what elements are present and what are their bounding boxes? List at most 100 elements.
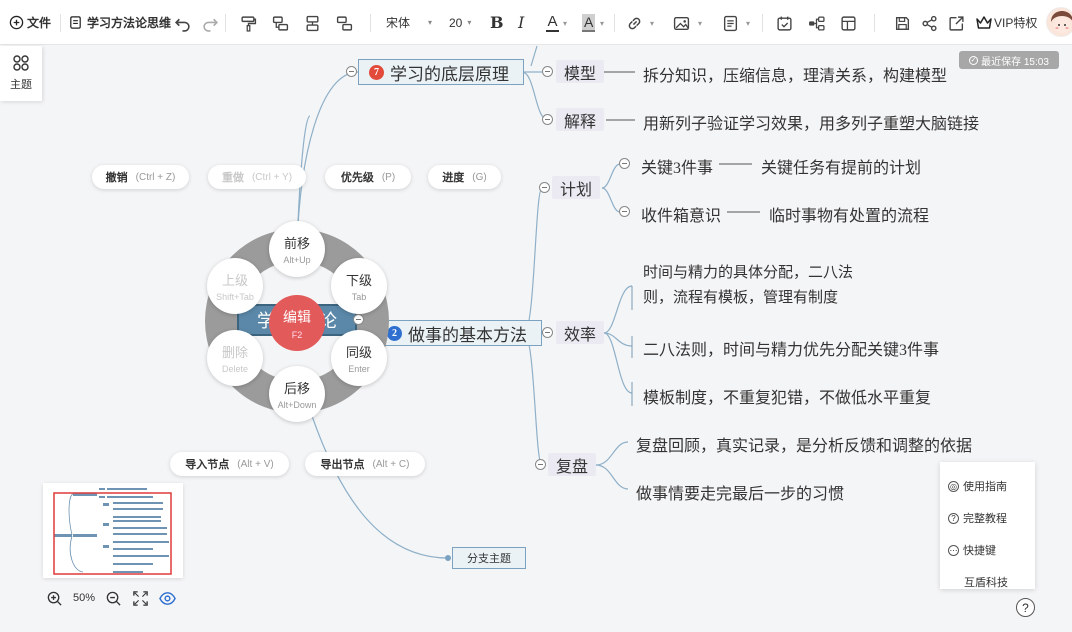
undo-shortcut-button[interactable]: 撤销(Ctrl + Z) — [92, 165, 189, 189]
chevron-down-icon: ▾ — [698, 19, 703, 28]
topic-plan[interactable]: 计划 — [552, 176, 601, 199]
help-button[interactable]: ? — [1016, 598, 1035, 617]
collapse-toggle[interactable] — [346, 66, 357, 77]
minimap[interactable] — [43, 483, 183, 578]
leaf-model-detail[interactable]: 拆分知识，压缩信息，理清关系，构建模型 — [643, 62, 947, 86]
note-button[interactable] — [718, 11, 742, 35]
progress-shortcut-button[interactable]: 进度(G) — [428, 165, 501, 189]
help-company-link[interactable]: 互盾科技 — [948, 566, 1035, 598]
theme-panel[interactable]: 主题 — [0, 46, 42, 101]
redo-button[interactable] — [198, 11, 222, 35]
bold-button[interactable]: B — [490, 0, 504, 45]
italic-button[interactable]: I — [518, 0, 524, 45]
redo-icon — [202, 18, 218, 32]
file-label: 文件 — [27, 16, 52, 30]
leaf-key-three-things[interactable]: 关键3件事 — [641, 154, 713, 178]
collapse-toggle[interactable] — [353, 314, 364, 325]
compass-icon: ◎ — [948, 480, 959, 492]
help-tutorial-link[interactable]: ? 完整教程 — [948, 502, 1035, 534]
collapse-toggle[interactable] — [542, 327, 553, 338]
collapse-toggle[interactable] — [619, 158, 630, 169]
child-topic-button[interactable] — [268, 11, 292, 35]
zoom-in-icon[interactable] — [46, 590, 63, 607]
topic-branch-subtopic[interactable]: 分支主题 — [452, 547, 526, 569]
save-button[interactable] — [890, 11, 914, 35]
priority-shortcut-button[interactable]: 优先级(P) — [325, 165, 411, 189]
chevron-down-icon: ▾ — [746, 19, 751, 28]
help-guide-link[interactable]: ◎ 使用指南 — [948, 470, 1035, 502]
topic-label: 计划 — [560, 181, 593, 199]
divider — [874, 14, 875, 32]
radial-key: Delete — [221, 364, 248, 374]
share-button[interactable] — [917, 11, 941, 35]
topic-learning-principles[interactable]: 7 学习的底层原理 — [358, 59, 524, 85]
leaf-time-energy[interactable]: 时间与精力的具体分配，二八法 则，流程有模板，管理有制度 — [643, 261, 853, 311]
leaf-text: 关键任务有提前的计划 — [761, 160, 922, 177]
leaf-temporary-process[interactable]: 临时事物有处置的流程 — [769, 202, 929, 226]
highlight-button[interactable]: A — [582, 0, 596, 45]
help-panel: ◎ 使用指南 ? 完整教程 ⋯ 快捷键 互盾科技 — [940, 462, 1035, 589]
export-node-button[interactable]: 导出节点(Alt + C) — [305, 452, 425, 476]
zoom-out-icon[interactable] — [105, 590, 122, 607]
leaf-template-system[interactable]: 模板制度，不重复犯错，不做低水平重复 — [643, 384, 931, 408]
file-menu[interactable]: 文件 — [9, 0, 51, 45]
layout-button[interactable] — [836, 11, 860, 35]
pill-label: 重做 — [221, 172, 244, 184]
leaf-pareto[interactable]: 二八法则，时间与精力优先分配关键3件事 — [643, 336, 939, 360]
minimap-preview — [53, 488, 172, 575]
font-size-select[interactable]: 20 ▾ — [449, 0, 471, 45]
structure-button[interactable] — [804, 11, 828, 35]
collapse-toggle[interactable] — [539, 182, 550, 193]
import-node-button[interactable]: 导入节点(Alt + V) — [170, 452, 289, 476]
task-button[interactable] — [772, 11, 796, 35]
eye-icon[interactable] — [159, 590, 176, 607]
radial-key: Tab — [351, 292, 367, 302]
undo-button[interactable] — [170, 11, 194, 35]
format-painter-button[interactable] — [236, 11, 260, 35]
collapse-toggle[interactable] — [619, 206, 630, 217]
leaf-text: 拆分知识，压缩信息，理清关系，构建模型 — [643, 68, 948, 85]
save-status-badge: ✓ 最近保存 15:03 — [959, 51, 1059, 69]
fit-screen-icon[interactable] — [132, 590, 149, 607]
leaf-text: 复盘回顾，真实记录，是分析反馈和调整的依据 — [636, 438, 973, 455]
topic-model[interactable]: 模型 — [556, 60, 605, 83]
document-title[interactable]: 学习方法论思维 — [68, 0, 171, 45]
redo-shortcut-button[interactable]: 重做(Ctrl + Y) — [208, 165, 306, 189]
topic-explain[interactable]: 解释 — [556, 108, 605, 131]
topic-efficiency[interactable]: 效率 — [556, 321, 605, 344]
leaf-finish-habit[interactable]: 做事情要走完最后一步的习惯 — [636, 480, 844, 504]
undo-icon — [174, 18, 190, 32]
export-button[interactable] — [944, 11, 968, 35]
leaf-review-record[interactable]: 复盘回顾，真实记录，是分析反馈和调整的依据 — [636, 432, 972, 456]
leaf-text: 临时事物有处置的流程 — [769, 208, 930, 225]
avatar[interactable] — [1046, 7, 1072, 37]
collapse-toggle[interactable] — [542, 66, 553, 77]
font-color-button[interactable]: A — [546, 0, 559, 45]
chevron-down-icon: ▾ — [467, 18, 472, 27]
font-family-value: 宋体 — [386, 16, 411, 30]
leaf-inbox-awareness[interactable]: 收件箱意识 — [641, 202, 721, 226]
collapse-toggle[interactable] — [535, 459, 546, 470]
collapse-toggle[interactable] — [542, 114, 553, 125]
sibling-topic-button[interactable] — [300, 11, 324, 35]
font-family-select[interactable]: 宋体 ▾ — [386, 0, 432, 45]
leaf-explain-detail[interactable]: 用新列子验证学习效果，用多列子重塑大脑链接 — [643, 110, 979, 134]
summary-button[interactable] — [332, 11, 356, 35]
help-shortcuts-link[interactable]: ⋯ 快捷键 — [948, 534, 1035, 566]
image-button[interactable] — [669, 11, 693, 35]
link-button[interactable] — [622, 11, 646, 35]
topic-basic-methods[interactable]: 2 做事的基本方法 — [376, 320, 542, 346]
leaf-text: 模板制度，不重复犯错，不做低水平重复 — [643, 390, 932, 407]
question-icon: ? — [948, 512, 959, 524]
mindmap-canvas[interactable]: 7 学习的底层原理 模型 拆分知识，压缩信息，理清关系，构建模型 解释 用新列子… — [0, 46, 1072, 632]
vip-button[interactable]: VIP特权 — [975, 0, 1037, 45]
topic-review[interactable]: 复盘 — [548, 453, 597, 476]
leaf-key-tasks-plan[interactable]: 关键任务有提前的计划 — [761, 154, 921, 178]
